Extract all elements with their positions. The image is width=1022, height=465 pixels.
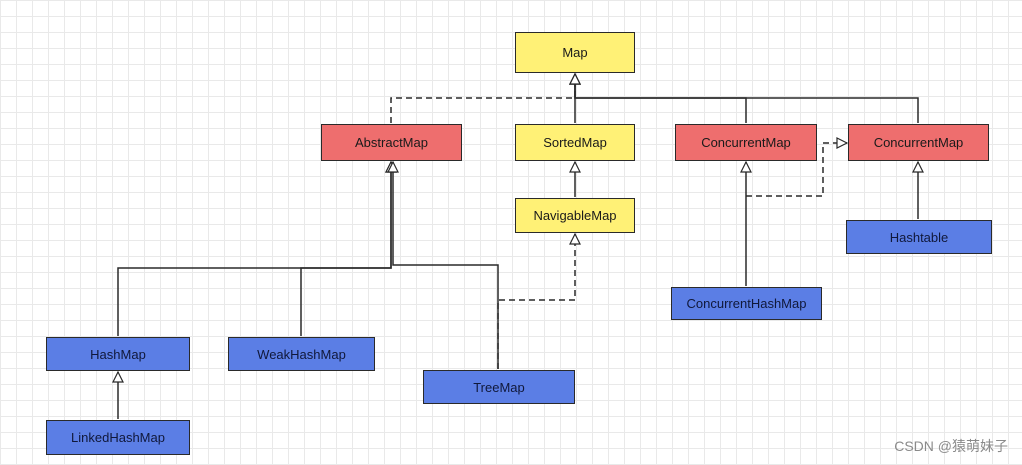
concurrentmap-label-1: ConcurrentMap <box>701 135 791 150</box>
abstractmap-label: AbstractMap <box>355 135 428 150</box>
linkedhashmap-label: LinkedHashMap <box>71 430 165 445</box>
navigablemap-node[interactable]: NavigableMap <box>515 198 635 233</box>
edge-treemap-abstractmap <box>393 162 499 369</box>
concurrenthashmap-node[interactable]: ConcurrentHashMap <box>671 287 822 320</box>
sortedmap-label: SortedMap <box>543 135 607 150</box>
hashmap-label: HashMap <box>90 346 146 362</box>
edge-treemap-navigablemap <box>497 234 575 369</box>
edge-weakhashmap-abstractmap <box>300 162 391 336</box>
weakhashmap-label: WeakHashMap <box>257 346 346 362</box>
hashtable-label: Hashtable <box>889 229 949 245</box>
linkedhashmap-node[interactable]: LinkedHashMap <box>46 420 190 455</box>
concurrenthashmap-label: ConcurrentHashMap <box>686 296 807 311</box>
edge-concurrentmap2-map <box>575 74 919 123</box>
watermark: CSDN @猿萌妹子 <box>894 438 1008 454</box>
navigablemap-label: NavigableMap <box>533 208 617 223</box>
treemap-label: TreeMap <box>473 379 525 395</box>
weakhashmap-node[interactable]: WeakHashMap <box>228 337 375 371</box>
hashmap-node[interactable]: HashMap <box>46 337 190 371</box>
concurrentmap-label-2: ConcurrentMap <box>873 135 964 150</box>
map-node[interactable]: Map <box>515 32 635 73</box>
edge-abstractmap-map <box>390 74 575 123</box>
treemap-node[interactable]: TreeMap <box>423 370 575 404</box>
abstractmap-node[interactable]: AbstractMap <box>321 124 462 161</box>
map-label: Map <box>562 45 588 60</box>
edge-hashmap-abstractmap <box>117 162 391 336</box>
sortedmap-node[interactable]: SortedMap <box>515 124 635 161</box>
edge-concurrenthashmap-concurrentmap2 <box>746 143 847 197</box>
concurrentmap-node-1[interactable]: ConcurrentMap <box>675 124 817 161</box>
concurrentmap-node-2[interactable]: ConcurrentMap <box>848 124 989 161</box>
hashtable-node[interactable]: Hashtable <box>846 220 992 254</box>
